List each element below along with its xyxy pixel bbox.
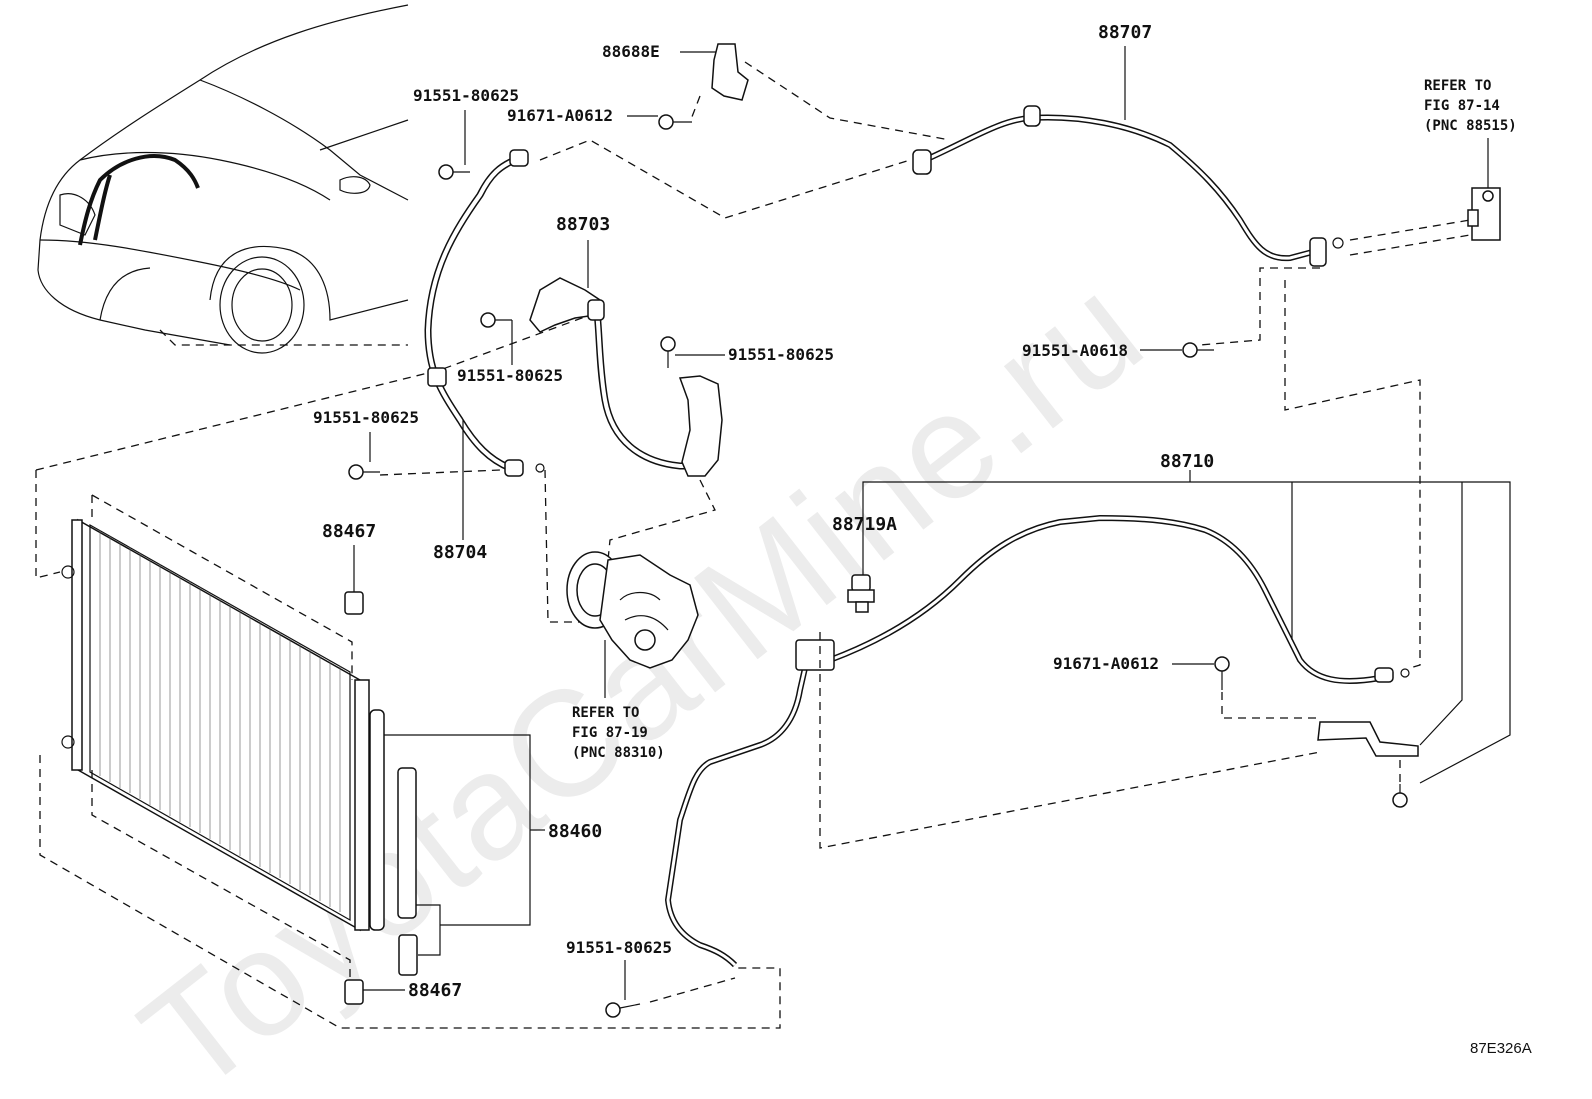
bolt-left-top xyxy=(438,164,470,180)
label-88704: 88704 xyxy=(433,542,488,563)
label-88719A: 88719A xyxy=(832,514,898,535)
refer-note-88515: REFER TO FIG 87-14 (PNC 88515) xyxy=(1424,78,1517,134)
pipe-88707 xyxy=(912,105,1344,267)
hose-88703 xyxy=(529,277,723,477)
label-91671-A0612-top: 91671-A0612 xyxy=(507,106,613,125)
bolt-88703 xyxy=(660,336,676,368)
label-88460: 88460 xyxy=(548,821,603,842)
bolt-lower-right xyxy=(1392,784,1408,808)
pipe-88710 xyxy=(664,514,1419,968)
label-91671-A0612-lower: 91671-A0612 xyxy=(1053,654,1159,673)
label-88703: 88703 xyxy=(556,214,611,235)
label-91551-80625-top: 91551-80625 xyxy=(413,86,519,105)
label-88467-upper: 88467 xyxy=(322,521,377,542)
condenser xyxy=(61,518,417,932)
bolt-91671-A0612-lower xyxy=(1214,656,1230,690)
mount-upper xyxy=(344,591,364,615)
bolt-mid-left xyxy=(480,312,512,328)
label-91551-A0618: 91551-A0618 xyxy=(1022,341,1128,360)
vehicle-illustration xyxy=(37,4,409,354)
label-88707: 88707 xyxy=(1098,22,1153,43)
dryer-plug xyxy=(398,934,418,976)
expansion-valve xyxy=(1467,187,1501,241)
mount-lower xyxy=(344,979,364,1005)
label-88467-lower: 88467 xyxy=(408,980,463,1001)
clamp-88688E xyxy=(658,43,749,130)
label-91551-80625-mid: 91551-80625 xyxy=(457,366,563,385)
figure-code: 87E326A xyxy=(1470,1040,1532,1057)
hose-88704 xyxy=(424,149,545,477)
label-91551-80625-bottom: 91551-80625 xyxy=(566,938,672,957)
bolt-91551-A0618 xyxy=(1182,342,1214,358)
bolt-condenser xyxy=(348,464,380,480)
refer-note-88310: REFER TO FIG 87-19 (PNC 88310) xyxy=(572,705,665,761)
label-91551-80625-left: 91551-80625 xyxy=(313,408,419,427)
pressure-switch-88719A xyxy=(847,574,875,613)
bolt-bottom-center xyxy=(605,1002,641,1018)
compressor xyxy=(566,551,699,669)
label-88710: 88710 xyxy=(1160,451,1215,472)
label-91551-80625-right: 91551-80625 xyxy=(728,345,834,364)
label-88688E: 88688E xyxy=(602,42,660,61)
